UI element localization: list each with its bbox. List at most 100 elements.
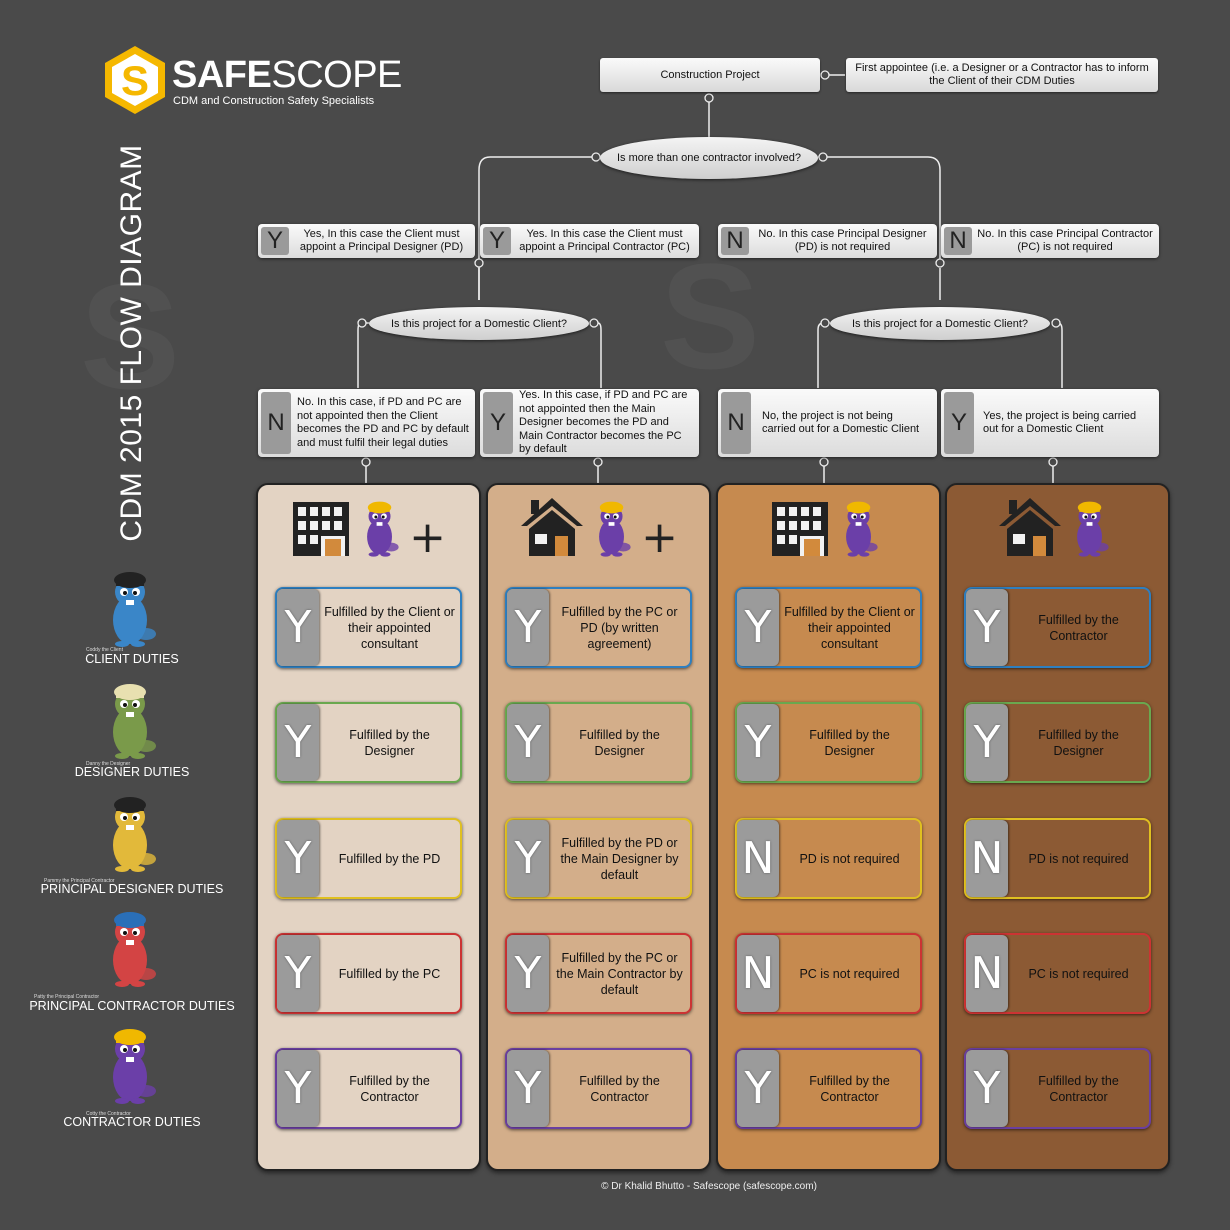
duty-cell-tag: Y	[737, 704, 779, 781]
duty-cell-text: Fulfilled by the PD or the Main Designer…	[560, 835, 679, 882]
duty-cell-tag: N	[737, 820, 779, 897]
column-icon-group: +	[258, 499, 479, 563]
duty-character-caption: Pammy the Principal Contractor	[44, 878, 115, 884]
duty-cell-tag: Y	[277, 820, 319, 897]
answer-text: No. In this case, if PD and PC are not a…	[297, 396, 469, 449]
question-domestic-client-left: Is this project for a Domestic Client?	[369, 307, 589, 340]
duty-cell: N PD is not required	[964, 818, 1151, 899]
duty-cell: N PD is not required	[735, 818, 922, 899]
contractor-beaver-icon	[591, 498, 635, 563]
duty-cell-tag: Y	[737, 589, 779, 666]
answer-text: Yes, In this case the Client must appoin…	[299, 227, 464, 254]
brand-name: SAFESCOPE	[172, 56, 402, 94]
watermark-s: S	[660, 230, 760, 403]
side-title: CDM 2015 FLOW DIAGRAM	[115, 144, 148, 542]
answer-n-pd-not-required: N No. In this case Principal Designer (P…	[718, 224, 937, 258]
duty-character-caption: Patty the Principal Contractor	[34, 994, 100, 1000]
duty-cell-text: Fulfilled by the PC	[338, 966, 441, 981]
answer-n-pc-not-required: N No. In this case Principal Contractor …	[941, 224, 1159, 258]
question-more-than-one-contractor: Is more than one contractor involved?	[600, 137, 818, 179]
plus-icon: +	[409, 512, 446, 563]
logo-letter: S	[121, 57, 149, 104]
duty-label: DESIGNER DUTIES	[74, 765, 190, 779]
answer-text: No. In this case Principal Designer (PD)…	[758, 227, 927, 254]
contractor-beaver-icon	[359, 498, 403, 563]
duty-cell-text: Fulfilled by the PC or the Main Contract…	[556, 950, 683, 997]
answer-tag: Y	[483, 227, 511, 255]
duty-cell-text: Fulfilled by the PD	[338, 851, 441, 866]
answer-text: No. In this case Principal Contractor (P…	[977, 227, 1153, 254]
column-icon-group	[947, 496, 1168, 563]
duty-character-2	[102, 680, 162, 765]
duty-cell-tag: Y	[277, 935, 319, 1012]
duty-cell-text: PD is not required	[1028, 851, 1129, 866]
duty-cell: Y Fulfilled by the PD	[275, 818, 462, 899]
duty-label: CLIENT DUTIES	[85, 652, 179, 666]
question-domestic-client-right: Is this project for a Domestic Client?	[830, 307, 1050, 340]
answer-tag: N	[944, 227, 972, 255]
duty-cell: Y Fulfilled by the Contractor	[964, 587, 1151, 668]
duty-cell-tag: Y	[507, 820, 549, 897]
answer-y-main-designer-default: Y Yes. In this case, if PD and PC are no…	[480, 389, 699, 457]
answer-text: Yes. In this case, if PD and PC are not …	[519, 389, 688, 456]
duty-cell-tag: Y	[966, 704, 1008, 781]
duty-cell-text: Fulfilled by the Contractor	[349, 1073, 430, 1104]
answer-text: Yes, the project is being carried out fo…	[983, 409, 1137, 436]
duty-character-caption: Cotty the Contractor	[86, 1111, 131, 1117]
house-icon	[519, 496, 585, 563]
duty-character-4	[102, 908, 162, 993]
duty-cell-text: Fulfilled by the Designer	[1038, 727, 1119, 758]
duty-cell-text: Fulfilled by the Client or their appoint…	[784, 604, 915, 651]
duty-cell-text: PC is not required	[1028, 966, 1129, 981]
first-appointee-note: First appointee (i.e. a Designer or a Co…	[846, 58, 1158, 92]
construction-project-box: Construction Project	[600, 58, 820, 92]
answer-n-client-default: N No. In this case, if PD and PC are not…	[258, 389, 475, 457]
duty-cell-tag: Y	[966, 589, 1008, 666]
plus-icon: +	[641, 512, 678, 563]
duty-label: PRINCIPAL DESIGNER DUTIES	[40, 882, 224, 896]
duty-label: CONTRACTOR DUTIES	[63, 1115, 201, 1129]
answer-y-appoint-pd: Y Yes, In this case the Client must appo…	[258, 224, 475, 258]
duty-cell-tag: N	[966, 820, 1008, 897]
duty-cell-text: Fulfilled by the Designer	[579, 727, 660, 758]
duty-label: PRINCIPAL CONTRACTOR DUTIES	[29, 999, 235, 1013]
column-icon-group: +	[488, 496, 709, 563]
answer-tag: Y	[483, 392, 513, 454]
duty-character-3	[102, 793, 162, 878]
duty-cell-text: Fulfilled by the Contractor	[1038, 612, 1119, 643]
duty-cell-text: Fulfilled by the Contractor	[809, 1073, 890, 1104]
duty-cell-tag: N	[966, 935, 1008, 1012]
watermark-s: S	[80, 250, 180, 423]
contractor-beaver-icon	[1069, 498, 1113, 563]
duty-character-5	[102, 1025, 162, 1110]
column-icon-group	[718, 499, 939, 563]
answer-text: No, the project is not being carried out…	[762, 409, 920, 436]
duty-cell-text: Fulfilled by the Designer	[349, 727, 430, 758]
duty-cell-tag: Y	[507, 935, 549, 1012]
office-building-icon	[291, 496, 353, 563]
duty-cell-tag: N	[737, 935, 779, 1012]
duty-cell-text: PD is not required	[799, 851, 900, 866]
brand-name-light: SCOPE	[271, 54, 402, 96]
duty-cell-text: Fulfilled by the Contractor	[579, 1073, 660, 1104]
house-icon	[997, 496, 1063, 563]
office-building-icon	[770, 496, 832, 563]
answer-tag: Y	[944, 392, 974, 454]
duty-cell-tag: Y	[277, 589, 319, 666]
duty-character-caption: Coddy the Client	[86, 647, 123, 653]
duty-cell-tag: Y	[737, 1050, 779, 1127]
